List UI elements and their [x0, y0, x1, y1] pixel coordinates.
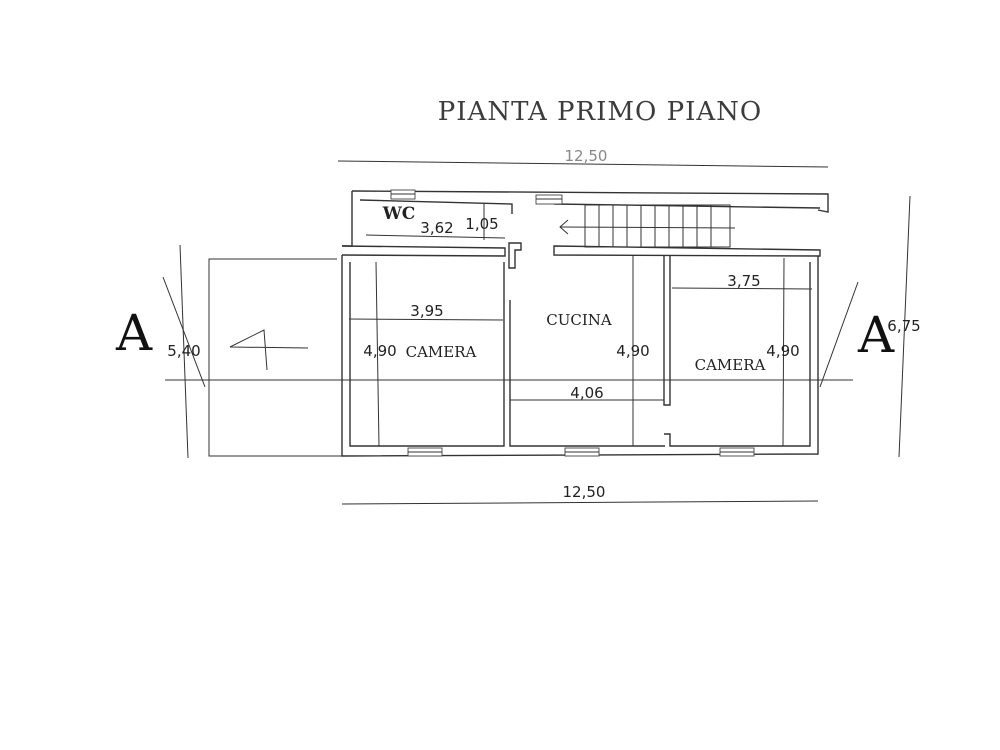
- left-bedroom-inner: [349, 262, 505, 447]
- right-room-width-dimension: 3,75: [727, 272, 760, 290]
- left-room-depth-dimension: 4,90: [363, 342, 396, 360]
- kitchen-width-dimension: 4,06: [570, 384, 603, 402]
- section-right-arrow: [819, 281, 859, 388]
- left-room-depth-line: [375, 261, 380, 447]
- staircase: [559, 204, 736, 248]
- room-label-wc: WC: [382, 204, 416, 224]
- left-room-width-dimension: 3,95: [410, 302, 443, 320]
- wc-width-dimension: 3,62: [420, 219, 453, 237]
- top-total-dimension: 12,50: [565, 147, 608, 165]
- right-room-depth-dimension: 4,90: [766, 342, 799, 360]
- upper-left-wall: [342, 191, 353, 247]
- wc-inner-top: [359, 199, 513, 214]
- left-room-width-line: [348, 318, 504, 321]
- right-bedroom-inner: [664, 262, 811, 447]
- room-label-kitchen: CUCINA: [546, 311, 612, 329]
- left-terrace-outline: [208, 258, 342, 457]
- right-room-width-line: [671, 287, 813, 290]
- left-height-dimension: 5,40: [167, 342, 200, 360]
- plan-title: PIANTA PRIMO PIANO: [438, 97, 762, 127]
- wc-depth-dimension: 1,05: [465, 215, 498, 233]
- kitchen-inner-left: [509, 300, 665, 447]
- corridor-wall-left: [341, 245, 506, 257]
- right-height-dimension: 6,75: [887, 317, 920, 335]
- corridor-pillar: [508, 242, 522, 269]
- bottom-total-dimension: 12,50: [563, 483, 606, 501]
- stair-direction-line: [559, 226, 736, 229]
- kitchen-right-partition: [663, 256, 671, 406]
- section-mark-left: A: [115, 304, 153, 362]
- corridor-wall-right: [553, 245, 821, 257]
- section-left-arrow: [162, 276, 206, 388]
- room-label-right-bedroom: CAMERA: [695, 356, 766, 374]
- terrace-slope-arrow-icon: [229, 329, 309, 371]
- stair-outline: [584, 204, 731, 248]
- top-dimension-line: [337, 160, 829, 168]
- stair-arrow-icon: [559, 219, 569, 235]
- bottom-dimension-line: [341, 500, 819, 505]
- right-height-dimension-line: [898, 195, 911, 458]
- section-mark-right: A: [857, 306, 895, 364]
- left-height-dimension-line: [179, 244, 189, 459]
- room-label-left-bedroom: CAMERA: [406, 343, 477, 361]
- kitchen-depth-dimension: 4,90: [616, 342, 649, 360]
- upper-outer-wall: [351, 190, 829, 213]
- right-room-depth-line: [782, 257, 785, 447]
- wc-dimension-line: [365, 234, 506, 239]
